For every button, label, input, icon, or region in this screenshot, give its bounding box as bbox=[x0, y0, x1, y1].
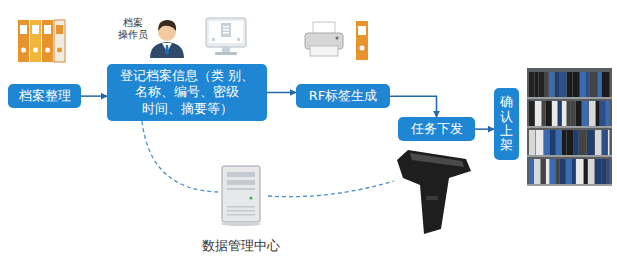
shelf-binder bbox=[555, 72, 559, 97]
shelf-binder bbox=[590, 72, 597, 97]
shelf-binder bbox=[574, 130, 578, 155]
archive-shelf-photo bbox=[527, 68, 612, 186]
binder-icon bbox=[356, 21, 368, 60]
operator-icon bbox=[150, 20, 184, 58]
shelf-binder bbox=[567, 72, 572, 97]
shelf-binder bbox=[529, 72, 534, 97]
shelf-binder bbox=[567, 101, 570, 126]
shelf-binder bbox=[558, 101, 561, 126]
shelf-binder bbox=[579, 130, 586, 155]
shelf-binder bbox=[567, 130, 573, 155]
shelf-binder bbox=[542, 101, 545, 126]
server-icon bbox=[218, 164, 264, 226]
shelf-binder bbox=[529, 101, 534, 126]
flow-arrow bbox=[81, 95, 107, 97]
process-box: RF标签生成 bbox=[296, 84, 390, 108]
shelf-binder bbox=[535, 72, 538, 97]
shelf-binder bbox=[546, 101, 551, 126]
flow-arrow bbox=[390, 96, 437, 117]
shelf-binder bbox=[562, 101, 566, 126]
shelf-binder bbox=[596, 101, 599, 126]
shelf-binder bbox=[602, 72, 609, 97]
printer-icon bbox=[305, 22, 343, 56]
shelf-board bbox=[527, 126, 612, 128]
process-box: 任务下发 bbox=[398, 117, 475, 141]
shelf-binder bbox=[580, 72, 585, 97]
process-box: 确认上架 bbox=[494, 88, 519, 160]
binder-icons bbox=[18, 20, 65, 62]
shelf-binder bbox=[608, 130, 609, 155]
shelf-binder bbox=[545, 72, 548, 97]
shelf-binder bbox=[550, 130, 555, 155]
data-link bbox=[142, 121, 218, 192]
shelf-binder bbox=[576, 159, 583, 184]
shelf-binder bbox=[562, 130, 566, 155]
shelf-binder bbox=[607, 159, 609, 184]
box-text: 登记档案信息（类 别、名称、编号、密级 时间、摘要等） bbox=[115, 68, 259, 117]
shelf-binder bbox=[573, 72, 579, 97]
shelf-binder bbox=[595, 159, 601, 184]
dashed-link bbox=[268, 181, 394, 197]
shelf-binder bbox=[529, 130, 535, 155]
shelf-binder bbox=[535, 101, 541, 126]
shelf-binder bbox=[571, 101, 575, 126]
shelf-binder bbox=[572, 159, 575, 184]
shelf-binder bbox=[552, 101, 557, 126]
node-label: 数据管理中心 bbox=[176, 238, 306, 254]
shelf-binder bbox=[586, 72, 589, 97]
server-node: 数据管理中心 bbox=[218, 164, 264, 226]
shelf-binder bbox=[588, 159, 594, 184]
box-text: RF标签生成 bbox=[309, 88, 378, 104]
process-box: 档案整理 bbox=[8, 84, 81, 108]
shelf-binder bbox=[539, 72, 544, 97]
box-text: 任务下发 bbox=[411, 121, 463, 137]
flow-arrow bbox=[475, 128, 494, 130]
shelf-binder bbox=[602, 130, 607, 155]
shelf-binder bbox=[584, 159, 587, 184]
shelf-binder bbox=[541, 159, 545, 184]
process-box: 登记档案信息（类 别、名称、编号、密级 时间、摘要等） bbox=[107, 64, 267, 121]
shelf-binder bbox=[576, 101, 581, 126]
shelf-binder bbox=[606, 101, 609, 126]
shelf-binder bbox=[560, 159, 565, 184]
shelf-binder bbox=[556, 130, 561, 155]
shelf-binder bbox=[582, 101, 588, 126]
shelf-binder bbox=[589, 101, 595, 126]
role-label: 档案 操作员 bbox=[114, 17, 152, 41]
shelf-binder bbox=[534, 159, 540, 184]
shelf-binder bbox=[560, 72, 566, 97]
shelf-board bbox=[527, 155, 612, 157]
box-text: 档案整理 bbox=[19, 88, 71, 104]
shelf-binder bbox=[602, 159, 606, 184]
monitor-icon bbox=[206, 18, 246, 55]
shelf-board bbox=[527, 97, 612, 99]
shelf-binder bbox=[595, 130, 601, 155]
shelf-binder bbox=[587, 130, 594, 155]
shelf-binder bbox=[556, 159, 559, 184]
box-text: 确认上架 bbox=[500, 95, 513, 152]
shelf-binder bbox=[536, 130, 543, 155]
shelf-board bbox=[527, 184, 612, 186]
shelf-binder bbox=[566, 159, 571, 184]
shelf-binder bbox=[600, 101, 605, 126]
shelf-binder bbox=[544, 130, 549, 155]
shelf-binder bbox=[598, 72, 601, 97]
flow-arrow bbox=[267, 92, 296, 94]
shelf-binder bbox=[550, 159, 555, 184]
shelf-binder bbox=[546, 159, 549, 184]
handheld-scanner bbox=[397, 150, 471, 234]
shelf-binder bbox=[549, 72, 554, 97]
shelf-binder bbox=[529, 159, 533, 184]
